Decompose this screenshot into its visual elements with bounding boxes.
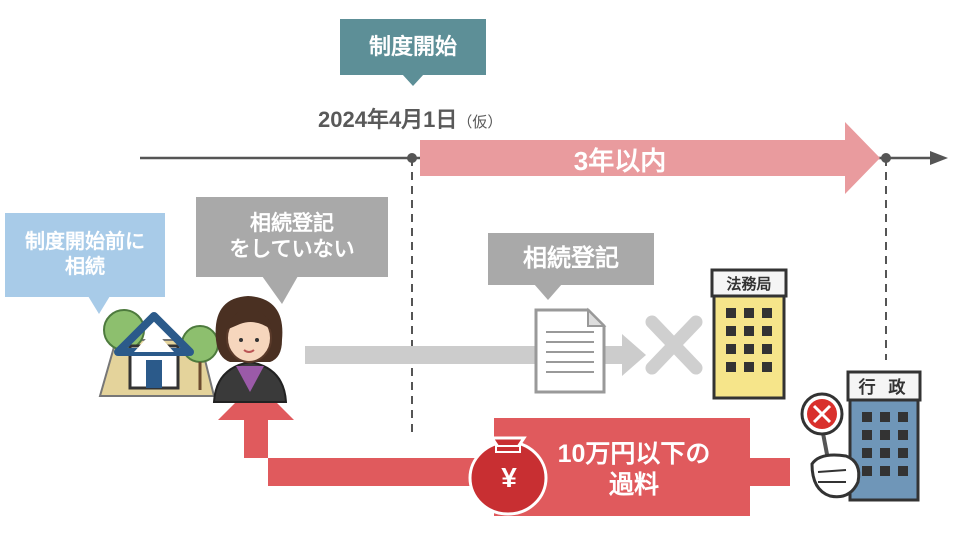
money-bag-icon (468, 436, 548, 516)
administration-building-icon (846, 370, 922, 502)
start-tag: 制度開始 (340, 19, 486, 75)
prohibition-sign-icon (800, 392, 861, 499)
house-icon (98, 309, 219, 397)
before-box-tail (88, 296, 110, 314)
start-date: 2024年4月1日 (318, 107, 458, 132)
not-registered-box: 相続登記をしていない (196, 197, 388, 277)
before-start-box: 制度開始前に相続 (5, 213, 165, 297)
period-arrow (420, 122, 880, 194)
not-registered-tail (262, 276, 298, 304)
person-icon (212, 296, 288, 403)
fine-label: 10万円以下の過料 (536, 432, 732, 508)
document-icon (534, 307, 607, 394)
before-start-line1: 制度開始前に (25, 231, 145, 253)
registration-tail (534, 284, 562, 300)
not-registered-line1: 相続登記 (250, 211, 334, 235)
start-date-label: 2024年4月1日（仮） (318, 102, 502, 134)
not-registered-line2: をしていない (229, 238, 355, 261)
fine-line1: 10万円以下の (557, 439, 711, 468)
legal-bureau-building-icon (710, 268, 788, 400)
registration-box: 相続登記 (488, 233, 654, 285)
fine-line2: 過料 (608, 471, 659, 499)
legal-bureau-label: 法務局 (726, 275, 772, 293)
yen-symbol: ¥ (501, 462, 517, 493)
start-date-note: （仮） (457, 114, 503, 131)
cross-icon (645, 315, 703, 375)
before-start-line2: 相続 (65, 256, 105, 278)
deadline-point (881, 153, 891, 163)
administration-label: 行 政 (858, 377, 910, 397)
period-label: 3年以内 (573, 145, 667, 176)
start-point (407, 153, 417, 163)
